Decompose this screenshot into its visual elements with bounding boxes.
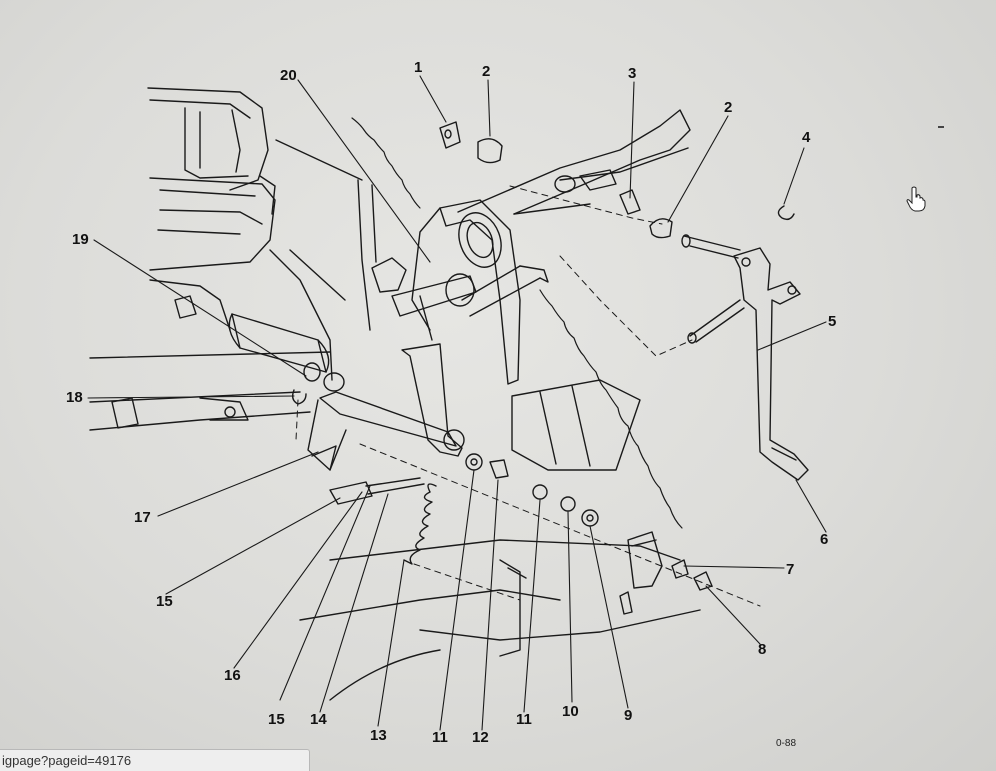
status-bar-url: igpage?pageid=49176 (0, 749, 310, 771)
callout-18: 18 (66, 389, 83, 406)
callout-1: 1 (414, 59, 422, 76)
callout-9: 9 (624, 707, 632, 724)
stray-mark (938, 126, 944, 128)
firewall-structure (147, 87, 377, 381)
brake-pedal-arm (307, 343, 465, 471)
callout-16: 16 (224, 667, 241, 684)
callout-14: 14 (310, 711, 327, 728)
callout-15-bottom: 15 (268, 711, 285, 728)
callout-10: 10 (562, 703, 579, 720)
callout-19: 19 (72, 231, 89, 248)
callout-4: 4 (802, 129, 811, 146)
return-spring (403, 483, 437, 565)
floor-rail (89, 351, 331, 431)
callout-11-left: 11 (432, 729, 448, 746)
callout-7: 7 (786, 561, 794, 578)
callout-labels: 1 2 3 2 4 5 6 7 8 9 10 11 12 11 13 14 15… (66, 59, 836, 746)
booster-cylinder (228, 313, 345, 392)
hand-pointer-icon (906, 186, 926, 212)
callout-13: 13 (370, 727, 387, 744)
callout-5: 5 (828, 313, 836, 330)
callout-2-top: 2 (482, 63, 490, 80)
figure-reference: 0-88 (776, 738, 796, 749)
callout-2-right: 2 (724, 99, 732, 116)
hardware-parts (291, 121, 795, 591)
callout-8: 8 (758, 641, 766, 658)
support-arm (457, 109, 691, 215)
callout-3: 3 (628, 65, 636, 82)
pedal-bracket (371, 199, 549, 385)
clutch-pedal (681, 234, 809, 481)
callout-11-right: 11 (516, 711, 532, 728)
callout-17: 17 (134, 509, 151, 526)
callout-15-left: 15 (156, 593, 173, 610)
callout-12: 12 (472, 729, 489, 746)
callout-20: 20 (280, 67, 297, 84)
leader-lines (87, 75, 827, 731)
callout-6: 6 (820, 531, 828, 548)
pedal-pad (619, 531, 663, 615)
alignment-lines (295, 185, 761, 607)
floor-pan (299, 379, 701, 701)
section-break-lines (351, 117, 683, 529)
